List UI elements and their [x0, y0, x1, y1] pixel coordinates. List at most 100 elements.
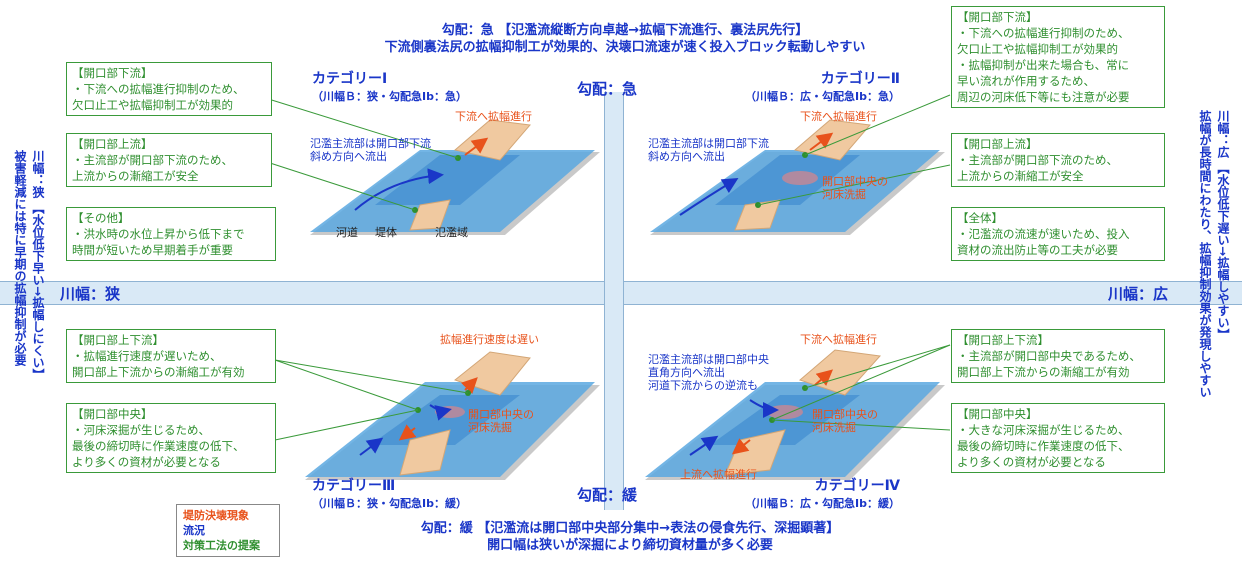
box-line: ・下流への拡幅進行抑制のため、	[72, 82, 245, 96]
box-heading: 【開口部下流】	[957, 10, 1038, 24]
progress-arrow	[464, 137, 489, 156]
box-line: 開口部上下流からの漸縮工が有効	[72, 365, 245, 379]
box-line: 欠口止工や拡幅抑制工が効果的	[957, 42, 1118, 56]
box-q2-downstream: 【開口部下流】 ・下流への拡幅進行抑制のため、 欠口止工や拡幅抑制工が効果的 ・…	[951, 6, 1165, 108]
q4-flow-line1: 氾濫主流部は開口部中央	[648, 353, 769, 366]
q1-flood-label: 氾濫域	[435, 226, 468, 239]
flow-arrow	[679, 177, 739, 216]
q4-scour-label: 開口部中央の 河床洗掘	[812, 408, 878, 434]
box-line: ・主流部が開口部下流のため、	[957, 153, 1118, 167]
progress-arrow	[460, 377, 478, 395]
q1-flow-line2: 斜め方向へ流出	[310, 150, 387, 163]
q2-scour-label: 開口部中央の 河床洗掘	[822, 175, 888, 201]
box-line: ・氾濫流の流速が速いため、投入	[957, 227, 1130, 241]
legend-countermeasure: 対策工法の提案	[183, 539, 260, 552]
box-q1-downstream: 【開口部下流】 ・下流への拡幅進行抑制のため、 欠口止工や拡幅抑制工が効果的	[66, 62, 272, 116]
box-line: 開口部上下流からの漸縮工が有効	[957, 365, 1130, 379]
leader-lines	[261, 94, 951, 441]
progress-arrow-2	[398, 424, 417, 441]
q4-flow-line2: 直角方向へ流出	[648, 366, 725, 379]
diagram-category-2	[650, 119, 945, 235]
q2-scour-line1: 開口部中央の	[822, 175, 888, 188]
q2-flow-line2: 斜め方向へ流出	[648, 150, 725, 163]
box-heading: 【開口部中央】	[72, 407, 153, 421]
flow-arrow	[749, 399, 779, 418]
category-4-heading: カテゴリーⅣ （川幅Ｂ：広・勾配急Ib：緩）	[745, 475, 900, 511]
q4-scour-line1: 開口部中央の	[812, 408, 878, 421]
box-heading: 【開口部上下流】	[957, 333, 1049, 347]
box-heading: 【開口部下流】	[72, 66, 153, 80]
progress-arrow	[809, 132, 834, 151]
box-q4-updown: 【開口部上下流】 ・主流部が開口部中央であるため、 開口部上下流からの漸縮工が有…	[951, 329, 1165, 383]
q3-speed-label: 拡幅進行速度は遅い	[440, 333, 539, 346]
box-q3-center: 【開口部中央】 ・河床深掘が生じるため、 最後の締切時に作業速度の低下、 より多…	[66, 403, 276, 473]
box-line: ・拡幅進行速度が遅いため、	[72, 349, 222, 363]
category-3-title: カテゴリーⅢ	[312, 478, 396, 494]
q4-flow-line3: 河道下流からの逆流も	[648, 379, 758, 392]
q4-scour-line2: 河床洗掘	[812, 421, 856, 434]
axis-label-gentle: 勾配：緩	[577, 486, 638, 504]
box-heading: 【全体】	[957, 211, 1003, 225]
axis-label-narrow: 川幅：狭	[60, 285, 121, 303]
q3-scour-label: 開口部中央の 河床洗掘	[468, 408, 534, 434]
box-heading: 【開口部上下流】	[72, 333, 164, 347]
box-line: 欠口止工や拡幅抑制工が効果的	[72, 98, 233, 112]
category-3-heading: カテゴリーⅢ （川幅Ｂ：狭・勾配急Ib：緩）	[312, 475, 467, 511]
q2-flow-label: 氾濫主流部は開口部下流 斜め方向へ流出	[648, 137, 769, 163]
category-4-title: カテゴリーⅣ	[814, 478, 900, 494]
category-4-subtitle: （川幅Ｂ：広・勾配急Ib：緩）	[745, 497, 900, 510]
q3-scour-line2: 河床洗掘	[468, 421, 512, 434]
q3-scour-line1: 開口部中央の	[468, 408, 534, 421]
box-q1-other: 【その他】 ・洪水時の水位上昇から低下まで 時間が短いため早期着手が重要	[66, 207, 276, 261]
category-3-subtitle: （川幅Ｂ：狭・勾配急Ib：緩）	[312, 497, 467, 510]
progress-arrow	[814, 369, 834, 386]
bottom-title: 勾配：緩 【氾濫流は開口部中央部分集中→表法の侵食先行、深掘顕著】 開口幅は狭い…	[330, 520, 930, 554]
q4-progress-label: 下流へ拡幅進行	[800, 333, 877, 346]
right-vertical-text-1: 川幅：広 【水位低下遅い→拡幅しやすい】	[1216, 110, 1230, 341]
q4-upstream-label: 上流へ拡幅進行	[680, 468, 757, 481]
flow-arrow	[354, 168, 444, 211]
top-title-line1: 勾配：急 【氾濫流縦断方向卓越→拡幅下流進行、裏法尻先行】	[441, 23, 809, 38]
flow-arrow	[429, 404, 452, 421]
left-vertical-text-2: 被害軽減には特に早期の拡幅抑制が必要	[13, 150, 27, 366]
category-1-title: カテゴリーⅠ	[312, 71, 388, 87]
category-2-subtitle: （川幅Ｂ：広・勾配急Ib：急）	[745, 90, 900, 103]
box-line: 資材の流出防止等の工夫が必要	[957, 243, 1118, 257]
box-line: 最後の締切時に作業速度の低下、	[957, 439, 1130, 453]
legend: 堤防決壊現象 流況 対策工法の提案	[176, 504, 280, 557]
q4-flow-label: 氾濫主流部は開口部中央 直角方向へ流出 河道下流からの逆流も	[648, 353, 769, 392]
diagram-category-1	[310, 119, 600, 235]
box-line: 上流からの漸縮工が安全	[72, 169, 199, 183]
box-line: ・拡幅抑制が出来た場合も、常に	[957, 58, 1130, 72]
box-q4-center: 【開口部中央】 ・大きな河床深掘が生じるため、 最後の締切時に作業速度の低下、 …	[951, 403, 1165, 473]
box-line: より多くの資材が必要となる	[957, 455, 1106, 469]
box-heading: 【開口部上流】	[957, 137, 1038, 151]
category-1-heading: カテゴリーⅠ （川幅Ｂ：狭・勾配急Ib：急）	[312, 68, 467, 104]
bottom-title-line2: 開口幅は狭いが深掘により締切資材量が多く必要	[487, 538, 773, 553]
diagram-category-4	[645, 349, 945, 480]
q2-scour-line2: 河床洗掘	[822, 188, 866, 201]
axis-label-steep: 勾配：急	[577, 80, 638, 98]
flow-arrow-2	[359, 437, 384, 456]
progress-arrow-2	[731, 438, 751, 455]
box-q2-upstream: 【開口部上流】 ・主流部が開口部下流のため、 上流からの漸縮工が安全	[951, 133, 1165, 187]
axis-label-wide: 川幅：広	[1108, 285, 1169, 303]
q1-progress-label: 下流へ拡幅進行	[455, 110, 532, 123]
q1-river-label: 河道	[336, 226, 358, 239]
box-line: 早い流れが作用するため、	[957, 74, 1095, 88]
box-heading: 【開口部中央】	[957, 407, 1038, 421]
flow-arrow-2	[689, 435, 719, 456]
box-line: ・下流への拡幅進行抑制のため、	[957, 26, 1130, 40]
category-1-subtitle: （川幅Ｂ：狭・勾配急Ib：急）	[312, 90, 467, 103]
diagram-category-3	[305, 351, 600, 480]
box-line: ・主流部が開口部下流のため、	[72, 153, 233, 167]
legend-breach: 堤防決壊現象	[183, 509, 249, 522]
box-line: 上流からの漸縮工が安全	[957, 169, 1084, 183]
legend-flow: 流況	[183, 524, 205, 537]
top-title: 勾配：急 【氾濫流縦断方向卓越→拡幅下流進行、裏法尻先行】 下流側裏法尻の拡幅抑…	[300, 22, 950, 56]
vertical-axis-bar	[604, 92, 624, 510]
box-q3-updown: 【開口部上下流】 ・拡幅進行速度が遅いため、 開口部上下流からの漸縮工が有効	[66, 329, 276, 383]
right-vertical-text-2: 拡幅が長時間にわたり、拡幅抑制効果が発現しやすい	[1198, 110, 1212, 398]
left-vertical-text-1: 川幅：狭 【水位低下早い→拡幅しにくい】	[31, 150, 45, 381]
